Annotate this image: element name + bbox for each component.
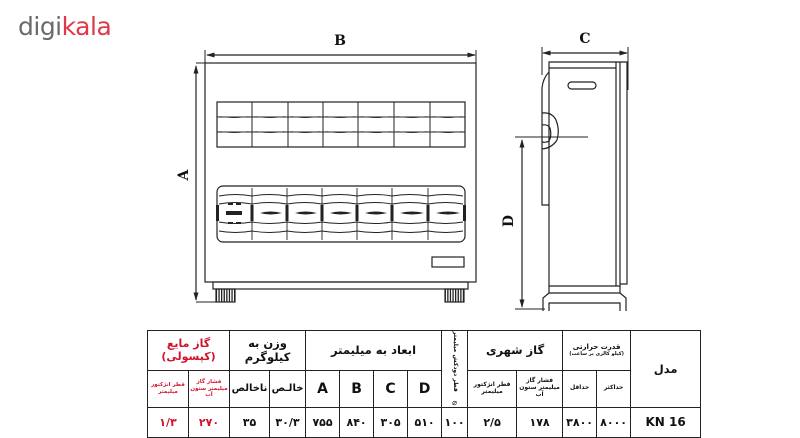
cell-max: ۸۰۰۰ <box>596 406 632 438</box>
header-ng-pressure: فشار گاز میلیمتر ستون آب <box>516 369 564 408</box>
cell-flue: ۱۰۰ <box>441 406 469 438</box>
digikala-logo: digikala <box>18 12 112 41</box>
logo-text-kala: kala <box>61 12 112 41</box>
cell-dim-d: ۵۱۰ <box>407 406 443 438</box>
cell-ng-pressure: ۱۷۸ <box>516 406 564 438</box>
header-natural-gas: گاز شهری <box>467 330 564 371</box>
header-weight: وزن به کیلوگرم <box>228 330 307 371</box>
cell-net-weight: ۳۰/۳ <box>269 406 307 438</box>
header-model: مدل <box>630 330 702 408</box>
header-gross-weight: ناخالص <box>228 369 271 408</box>
cell-ng-injector: ۲/۵ <box>467 406 518 438</box>
header-lpg-pressure: فشار گاز میلیمتر ستون آب <box>188 369 230 408</box>
side-view <box>515 47 629 311</box>
cell-model: KN 16 <box>630 406 702 438</box>
header-dim-c: C <box>373 369 409 408</box>
header-flue-diameter: قطر دودکش میلیمتر ⌀ <box>441 330 469 408</box>
header-max: حداکثر <box>596 369 632 408</box>
dimension-label-a: A <box>176 168 192 181</box>
header-heating-capacity: قدرت حرارتی (کیلو کالری بر ساعت) <box>562 330 632 371</box>
specifications-table: مدل قدرت حرارتی (کیلو کالری بر ساعت) گاز… <box>147 330 702 438</box>
header-ng-injector: قطر انژکتور میلیمتر <box>467 369 518 408</box>
header-lpg: گاز مایع (کپسولی) <box>147 330 230 371</box>
cell-dim-c: ۳۰۵ <box>373 406 409 438</box>
dimension-label-b: B <box>334 33 346 49</box>
heater-technical-drawing: B A C D <box>176 31 629 311</box>
header-dim-b: B <box>339 369 375 408</box>
table-header-row-2: حداکثر حداقل فشار گاز میلیمتر ستون آب قط… <box>147 369 701 408</box>
logo-text-digi: digi <box>18 12 62 41</box>
header-lpg-injector: قطر انژکتور میلیمتر <box>147 369 189 408</box>
flue-diameter-label: قطر دودکش میلیمتر <box>451 331 459 392</box>
cell-lpg-injector: ۱/۳ <box>147 406 189 438</box>
header-min: حداقل <box>562 369 598 408</box>
table-header-row-1: مدل قدرت حرارتی (کیلو کالری بر ساعت) گاز… <box>147 330 702 408</box>
dimension-label-c: C <box>579 31 590 47</box>
header-dim-a: A <box>305 369 341 408</box>
cell-min: ۳۸۰۰ <box>562 406 598 438</box>
header-dimensions: ابعاد به میلیمتر <box>305 330 443 371</box>
dimension-label-d: D <box>501 215 517 227</box>
cell-gross-weight: ۳۵ <box>228 406 271 438</box>
cell-dim-b: ۸۴۰ <box>339 406 375 438</box>
heating-capacity-title: قدرت حرارتی <box>572 343 621 352</box>
header-net-weight: خالـص <box>269 369 307 408</box>
table-row: KN 16 ۸۰۰۰ ۳۸۰۰ ۱۷۸ ۲/۵ ۱۰۰ ۵۱۰ ۳۰۵ ۸۴۰ … <box>147 406 702 438</box>
cell-lpg-pressure: ۲۷۰ <box>188 406 230 438</box>
cell-dim-a: ۷۵۵ <box>305 406 341 438</box>
front-view <box>193 50 477 303</box>
header-dim-d: D <box>407 369 443 408</box>
diameter-icon: ⌀ <box>452 397 457 407</box>
heating-capacity-unit: (کیلو کالری بر ساعت) <box>569 350 624 357</box>
